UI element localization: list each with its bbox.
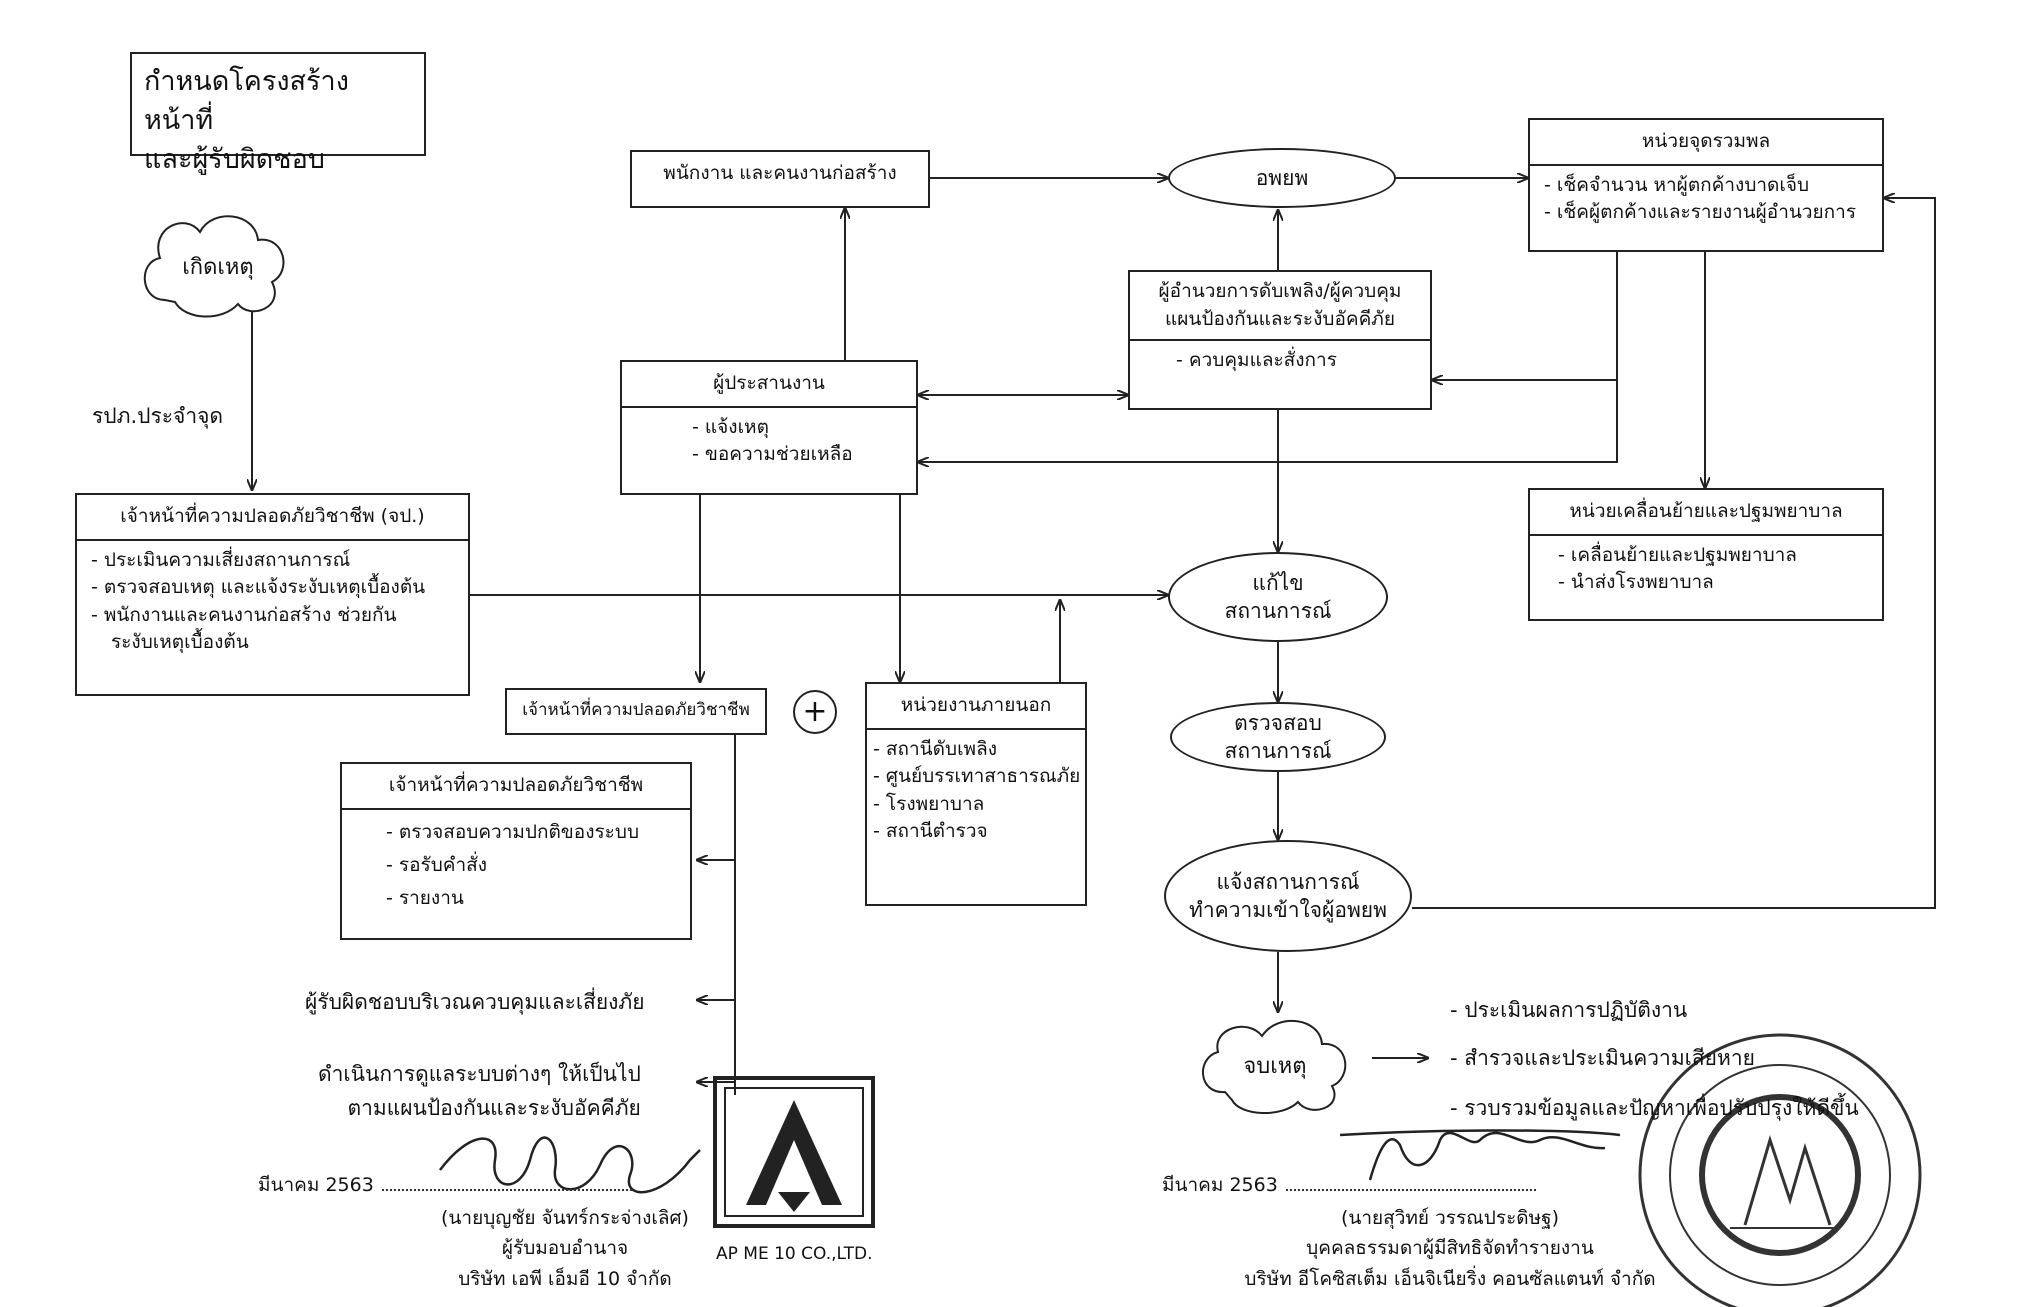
safety-officer-item-3: พนักงานและคนงานก่อสร้าง ช่วยกัน [91,602,458,630]
left-sign-role: ผู้รับมอบอำนาจ [501,1237,629,1260]
end-item-1: - ประเมินผลการปฏิบัติงาน [1450,998,1688,1022]
right-sign-dotted-line [1285,1189,1536,1191]
left-sign-company: บริษัท เอพี เอ็มอี 10 จำกัด [458,1267,672,1290]
assembly-item-1: เช็คจำนวน หาผู้ตกค้างบาดเจ็บ [1544,172,1872,200]
coordinator-item-2: ขอความช่วยเหลือ [692,441,906,469]
safety-officer-item-3-cont: ระงับเหตุเบื้องต้น [111,631,249,654]
first-aid-title: หน่วยเคลื่อนย้ายและปฐมพยาบาล [1530,490,1882,536]
coordinator-title: ผู้ประสานงาน [622,362,916,408]
external-title: หน่วยงานภายนอก [867,684,1085,730]
first-aid-item-1: เคลื่อนย้ายและปฐมพยาบาล [1558,542,1872,570]
workers-label: พนักงาน และคนงานก่อสร้าง [663,162,897,184]
check-line1: ตรวจสอบ [1234,710,1322,735]
notify-line2: ทำความเข้าใจผู้อพยพ [1189,898,1387,922]
officer2-item-3: รายงาน [386,882,680,915]
right-sign-role: บุคคลธรรมดาผู้มีสิทธิจัดทำรายงาน [1306,1237,1594,1260]
plus-icon: + [793,690,837,734]
coordinator-item-1: แจ้งเหตุ [692,414,906,442]
right-sign-name: (นายสุวิทย์ วรรณประดิษฐ) [1340,1207,1560,1229]
incident-cloud: เกิดเหตุ [182,254,254,280]
external-item-2: ศูนย์บรรเทาสาธารณภัย [873,763,1080,791]
notify-line1: แจ้งสถานการณ์ [1216,869,1360,894]
left-sign-block: (นายบุญชัย จันทร์กระจ่างเลิศ) ผู้รับมอบอ… [400,1203,730,1294]
notify-situation-oval: แจ้งสถานการณ์ทำความเข้าใจผู้อพยพ [1164,840,1412,952]
officer2-item-2: รอรับคำสั่ง [386,849,680,882]
fix-situation-oval: แก้ไขสถานการณ์ [1168,552,1388,642]
coordinator-box: ผู้ประสานงาน แจ้งเหตุ ขอความช่วยเหลือ [620,360,918,495]
safety-officer-title: เจ้าหน้าที่ความปลอดภัยวิชาชีพ (จป.) [77,495,468,541]
operate-line2: ตามแผนป้องกันและระงับอัคคีภัย [347,1095,641,1120]
commander-title-line2: แผนป้องกันและระงับอัคคีภัย [1165,307,1395,330]
officer2-title: เจ้าหน้าที่ความปลอดภัยวิชาชีพ [342,764,690,810]
external-item-4: สถานีตำรวจ [873,818,1075,846]
workers-box: พนักงาน และคนงานก่อสร้าง [630,150,930,208]
officer2-item-1: ตรวจสอบความปกติของระบบ [386,816,680,849]
right-sign-date-text: มีนาคม 2563 [1162,1174,1278,1196]
end-item-1-text: ประเมินผลการปฏิบัติงาน [1464,998,1688,1022]
right-sign-company: บริษัท อีโคซิสเต็ม เอ็นจิเนียริ่ง คอนซัล… [1244,1267,1656,1290]
end-item-2-text: สำรวจและประเมินความเสียหาย [1464,1046,1755,1070]
safety-officer-box: เจ้าหน้าที่ความปลอดภัยวิชาชีพ (จป.) ประเ… [75,493,470,696]
commander-box: ผู้อำนวยการดับเพลิง/ผู้ควบคุม แผนป้องกัน… [1128,270,1432,410]
safety-officer-item-1: ประเมินความเสี่ยงสถานการณ์ [91,547,458,575]
evacuate-oval: อพยพ [1168,148,1396,208]
operate-line1: ดำเนินการดูแลระบบต่างๆ ให้เป็นไป [318,1062,641,1086]
check-line2: สถานการณ์ [1224,739,1332,763]
officer2-list: ตรวจสอบความปกติของระบบ รอรับคำสั่ง รายงา… [342,810,690,922]
commander-title-line1: ผู้อำนวยการดับเพลิง/ผู้ควบคุม [1158,280,1402,302]
responsible-area-text: ผู้รับผิดชอบบริเวณควบคุมและเสี่ยงภัย [305,990,645,1014]
diagram-title-box: กำหนดโครงสร้างหน้าที่ และผู้รับผิดชอบ [130,52,426,175]
left-sign-date: มีนาคม 2563 [258,1170,632,1200]
end-item-3: - รวบรวมข้อมูลและปัญหาเพื่อปรับปรุงให้ดี… [1450,1096,1859,1120]
small-officer-label: เจ้าหน้าที่ความปลอดภัยวิชาชีพ [522,700,750,720]
right-sign-date: มีนาคม 2563 [1162,1170,1536,1200]
commander-item-1: ควบคุมและสั่งการ [1176,347,1420,375]
safety-officer-list: ประเมินความเสี่ยงสถานการณ์ ตรวจสอบเหตุ แ… [77,541,468,636]
safety-officer-item-2: ตรวจสอบเหตุ และแจ้งระงับเหตุเบื้องต้น [91,574,458,602]
left-sign-dotted-line [381,1189,632,1191]
external-item-1: สถานีดับเพลิง [873,736,1075,764]
assembly-list: เช็คจำนวน หาผู้ตกค้างบาดเจ็บ เช็คผู้ตกค้… [1530,166,1882,233]
safety-officer-2-box: เจ้าหน้าที่ความปลอดภัยวิชาชีพ ตรวจสอบควา… [340,762,692,940]
guard-label: รปภ.ประจำจุด [92,404,224,428]
external-item-3: โรงพยาบาล [873,791,1075,819]
fix-line2: สถานการณ์ [1224,599,1332,623]
external-agencies-box: หน่วยงานภายนอก สถานีดับเพลิง ศูนย์บรรเทา… [865,682,1087,906]
first-aid-item-2: นำส่งโรงพยาบาล [1558,569,1872,597]
external-list: สถานีดับเพลิง ศูนย์บรรเทาสาธารณภัย โรงพย… [867,730,1085,852]
commander-list: ควบคุมและสั่งการ [1130,341,1430,381]
operate-text: ดำเนินการดูแลระบบต่างๆ ให้เป็นไป ตามแผนป… [318,1058,641,1125]
company-logo-mark [746,1100,842,1205]
company-logo-caption: AP ME 10 CO.,LTD. [716,1244,873,1264]
left-sign-date-text: มีนาคม 2563 [258,1174,374,1196]
assembly-item-2: เช็คผู้ตกค้างและรายงานผู้อำนวยการ [1544,199,1872,227]
end-cloud: จบเหตุ [1243,1053,1307,1079]
right-sign-block: (นายสุวิทย์ วรรณประดิษฐ) บุคคลธรรมดาผู้ม… [1220,1203,1680,1294]
first-aid-box: หน่วยเคลื่อนย้ายและปฐมพยาบาล เคลื่อนย้าย… [1528,488,1884,621]
coordinator-list: แจ้งเหตุ ขอความช่วยเหลือ [622,408,916,475]
assembly-title: หน่วยจุดรวมพล [1530,120,1882,166]
left-sign-name: (นายบุญชัย จันทร์กระจ่างเลิศ) [441,1207,689,1229]
diagram-title-line1: กำหนดโครงสร้างหน้าที่ [144,66,349,137]
company-seal [1638,1033,1922,1307]
first-aid-list: เคลื่อนย้ายและปฐมพยาบาล นำส่งโรงพยาบาล [1530,536,1882,603]
diagram-title-line2: และผู้รับผิดชอบ [144,144,325,176]
assembly-box: หน่วยจุดรวมพล เช็คจำนวน หาผู้ตกค้างบาดเจ… [1528,118,1884,252]
fix-line1: แก้ไข [1252,570,1304,595]
company-logo-frame [713,1076,875,1228]
commander-title: ผู้อำนวยการดับเพลิง/ผู้ควบคุม แผนป้องกัน… [1130,272,1430,342]
end-item-2: - สำรวจและประเมินความเสียหาย [1450,1046,1755,1070]
check-situation-oval: ตรวจสอบสถานการณ์ [1170,702,1386,772]
small-officer-box: เจ้าหน้าที่ความปลอดภัยวิชาชีพ [505,688,767,735]
end-item-3-text: รวบรวมข้อมูลและปัญหาเพื่อปรับปรุงให้ดีขึ… [1464,1096,1859,1120]
